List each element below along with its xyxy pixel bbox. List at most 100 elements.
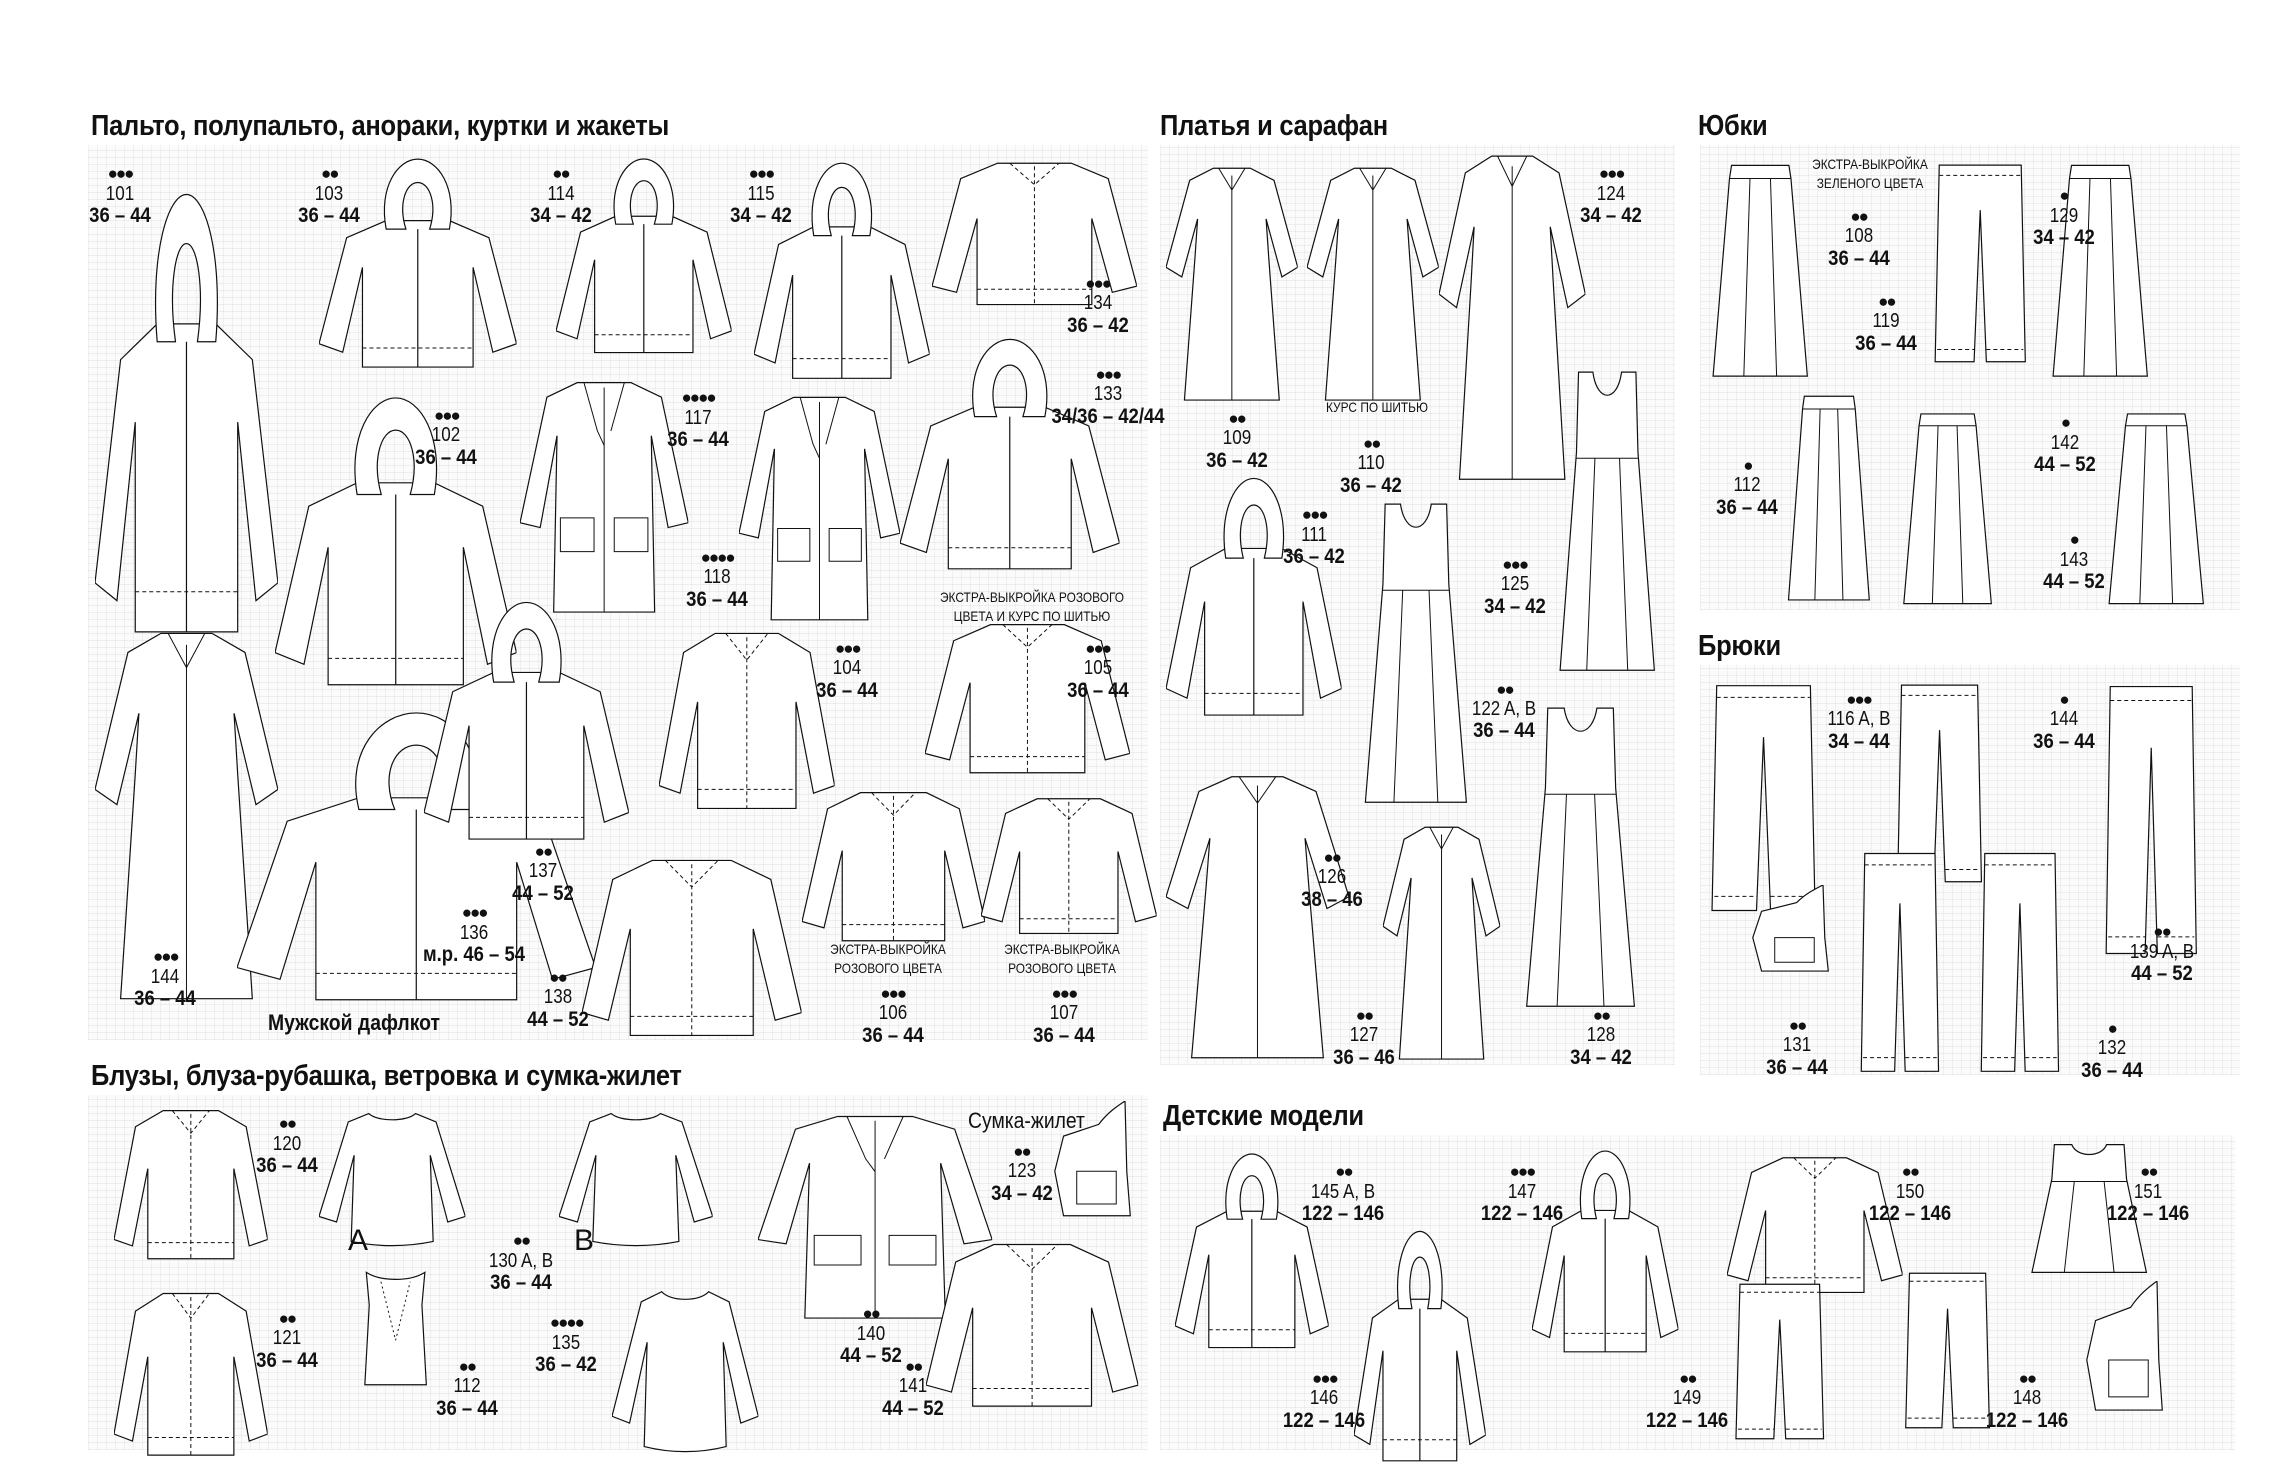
model-number: 139 A, B <box>2129 940 2194 963</box>
hooded-jacket-drawing <box>424 600 630 841</box>
size-range: 36 – 42 <box>1340 473 1403 497</box>
model-number: 112 <box>1733 473 1761 496</box>
difficulty-dots: ●● <box>549 967 568 987</box>
size-range: 38 – 46 <box>1300 887 1363 911</box>
model-number: 114 <box>546 182 575 205</box>
difficulty-dots: ●● <box>534 841 554 861</box>
size-range: 34 – 42 <box>1580 204 1643 228</box>
difficulty-dots: ●● <box>458 1357 478 1377</box>
model-number: 143 <box>2059 548 2088 571</box>
skirt-drawing <box>2105 410 2207 608</box>
model-number: 110 <box>1357 452 1385 475</box>
difficulty-dots: ●● <box>1850 206 1869 226</box>
note-line: ЭКСТРА-ВЫКРОЙКА <box>830 941 946 957</box>
blouse-drawing <box>319 1108 466 1247</box>
model-number: 125 <box>1500 573 1529 596</box>
size-range: 36 – 44 <box>1827 246 1890 270</box>
model-number: 124 <box>1597 182 1626 205</box>
size-range: 36 – 44 <box>436 1397 498 1421</box>
difficulty-dots: ● <box>2059 186 2069 206</box>
model-number: 105 <box>1083 656 1112 679</box>
size-range: 36 – 44 <box>686 587 748 611</box>
size-range: 36 – 44 <box>1066 678 1129 702</box>
model-number: 108 <box>1844 225 1873 248</box>
model-number: 151 <box>2134 1180 2163 1203</box>
size-range: 36 – 46 <box>1333 1045 1395 1069</box>
sleeveless-dress-drawing <box>1522 702 1639 1009</box>
blouse-drawing <box>611 1285 759 1453</box>
size-range: 36 – 44 <box>861 1023 924 1047</box>
size-range: 44 – 52 <box>512 881 574 905</box>
model-number: 137 <box>528 860 558 883</box>
difficulty-dots: ● <box>1743 455 1753 475</box>
dress-drawing <box>1166 768 1350 1061</box>
trousers-drawing <box>1730 1281 1830 1442</box>
vest-bag-caption: Сумка-жилет <box>968 1108 1085 1133</box>
difficulty-dots: ●● <box>1901 1162 1921 1182</box>
model-number: 128 <box>1586 1024 1616 1047</box>
difficulty-dots: ●●● <box>1301 505 1329 525</box>
model-number: 146 <box>1310 1387 1339 1410</box>
difficulty-dots: ●● <box>2140 1162 2159 1182</box>
size-range: 36 – 44 <box>2080 1059 2143 1082</box>
difficulty-dots: ●● <box>278 1308 298 1328</box>
model-number: 117 <box>684 406 712 429</box>
difficulty-dots: ●●● <box>461 903 489 923</box>
size-range: 36 – 44 <box>816 678 879 702</box>
size-range: 122 – 146 <box>1480 1202 1564 1226</box>
difficulty-dots: ●●● <box>748 164 776 184</box>
model-number: 138 <box>543 986 572 1009</box>
trousers-drawing <box>1929 161 2031 366</box>
model-number: 141 <box>899 1375 928 1398</box>
model-number: 121 <box>272 1327 302 1350</box>
model-number: 106 <box>878 1002 907 1025</box>
difficulty-dots: ●●● <box>1846 689 1873 709</box>
model-number: 119 <box>1872 310 1900 333</box>
variant-a-label: A <box>348 1224 369 1257</box>
model-number: 132 <box>2097 1037 2127 1060</box>
difficulty-dots: ●● <box>1323 847 1343 867</box>
difficulty-dots: ●● <box>1679 1368 1698 1388</box>
size-range: 34/36 – 42/44 <box>1051 404 1165 428</box>
difficulty-dots: ●● <box>904 1357 924 1377</box>
section-title-blouses: Блузы, блуза-рубашка, ветровка и сумка-ж… <box>91 1060 682 1092</box>
note-line: РОЗОВОГО ЦВЕТА <box>834 959 942 976</box>
sewing-course-note: КУРС ПО ШИТЬЮ <box>1325 399 1429 415</box>
size-range: 34 – 42 <box>529 204 592 228</box>
size-range: 44 – 52 <box>2130 962 2193 986</box>
model-number: 127 <box>1349 1024 1379 1047</box>
dress-drawing <box>1383 820 1501 1061</box>
size-range: 36 – 44 <box>256 1154 318 1178</box>
model-number: 136 <box>459 921 489 944</box>
model-number: 116 A, B <box>1827 708 1891 731</box>
difficulty-dots: ●● <box>1013 1141 1032 1161</box>
jacket-drawing <box>801 783 985 944</box>
size-range: 36 – 44 <box>1473 719 1536 743</box>
difficulty-dots: ●●● <box>1051 983 1079 1003</box>
model-number: 107 <box>1049 1002 1079 1025</box>
size-range: 34 – 42 <box>2032 226 2095 250</box>
